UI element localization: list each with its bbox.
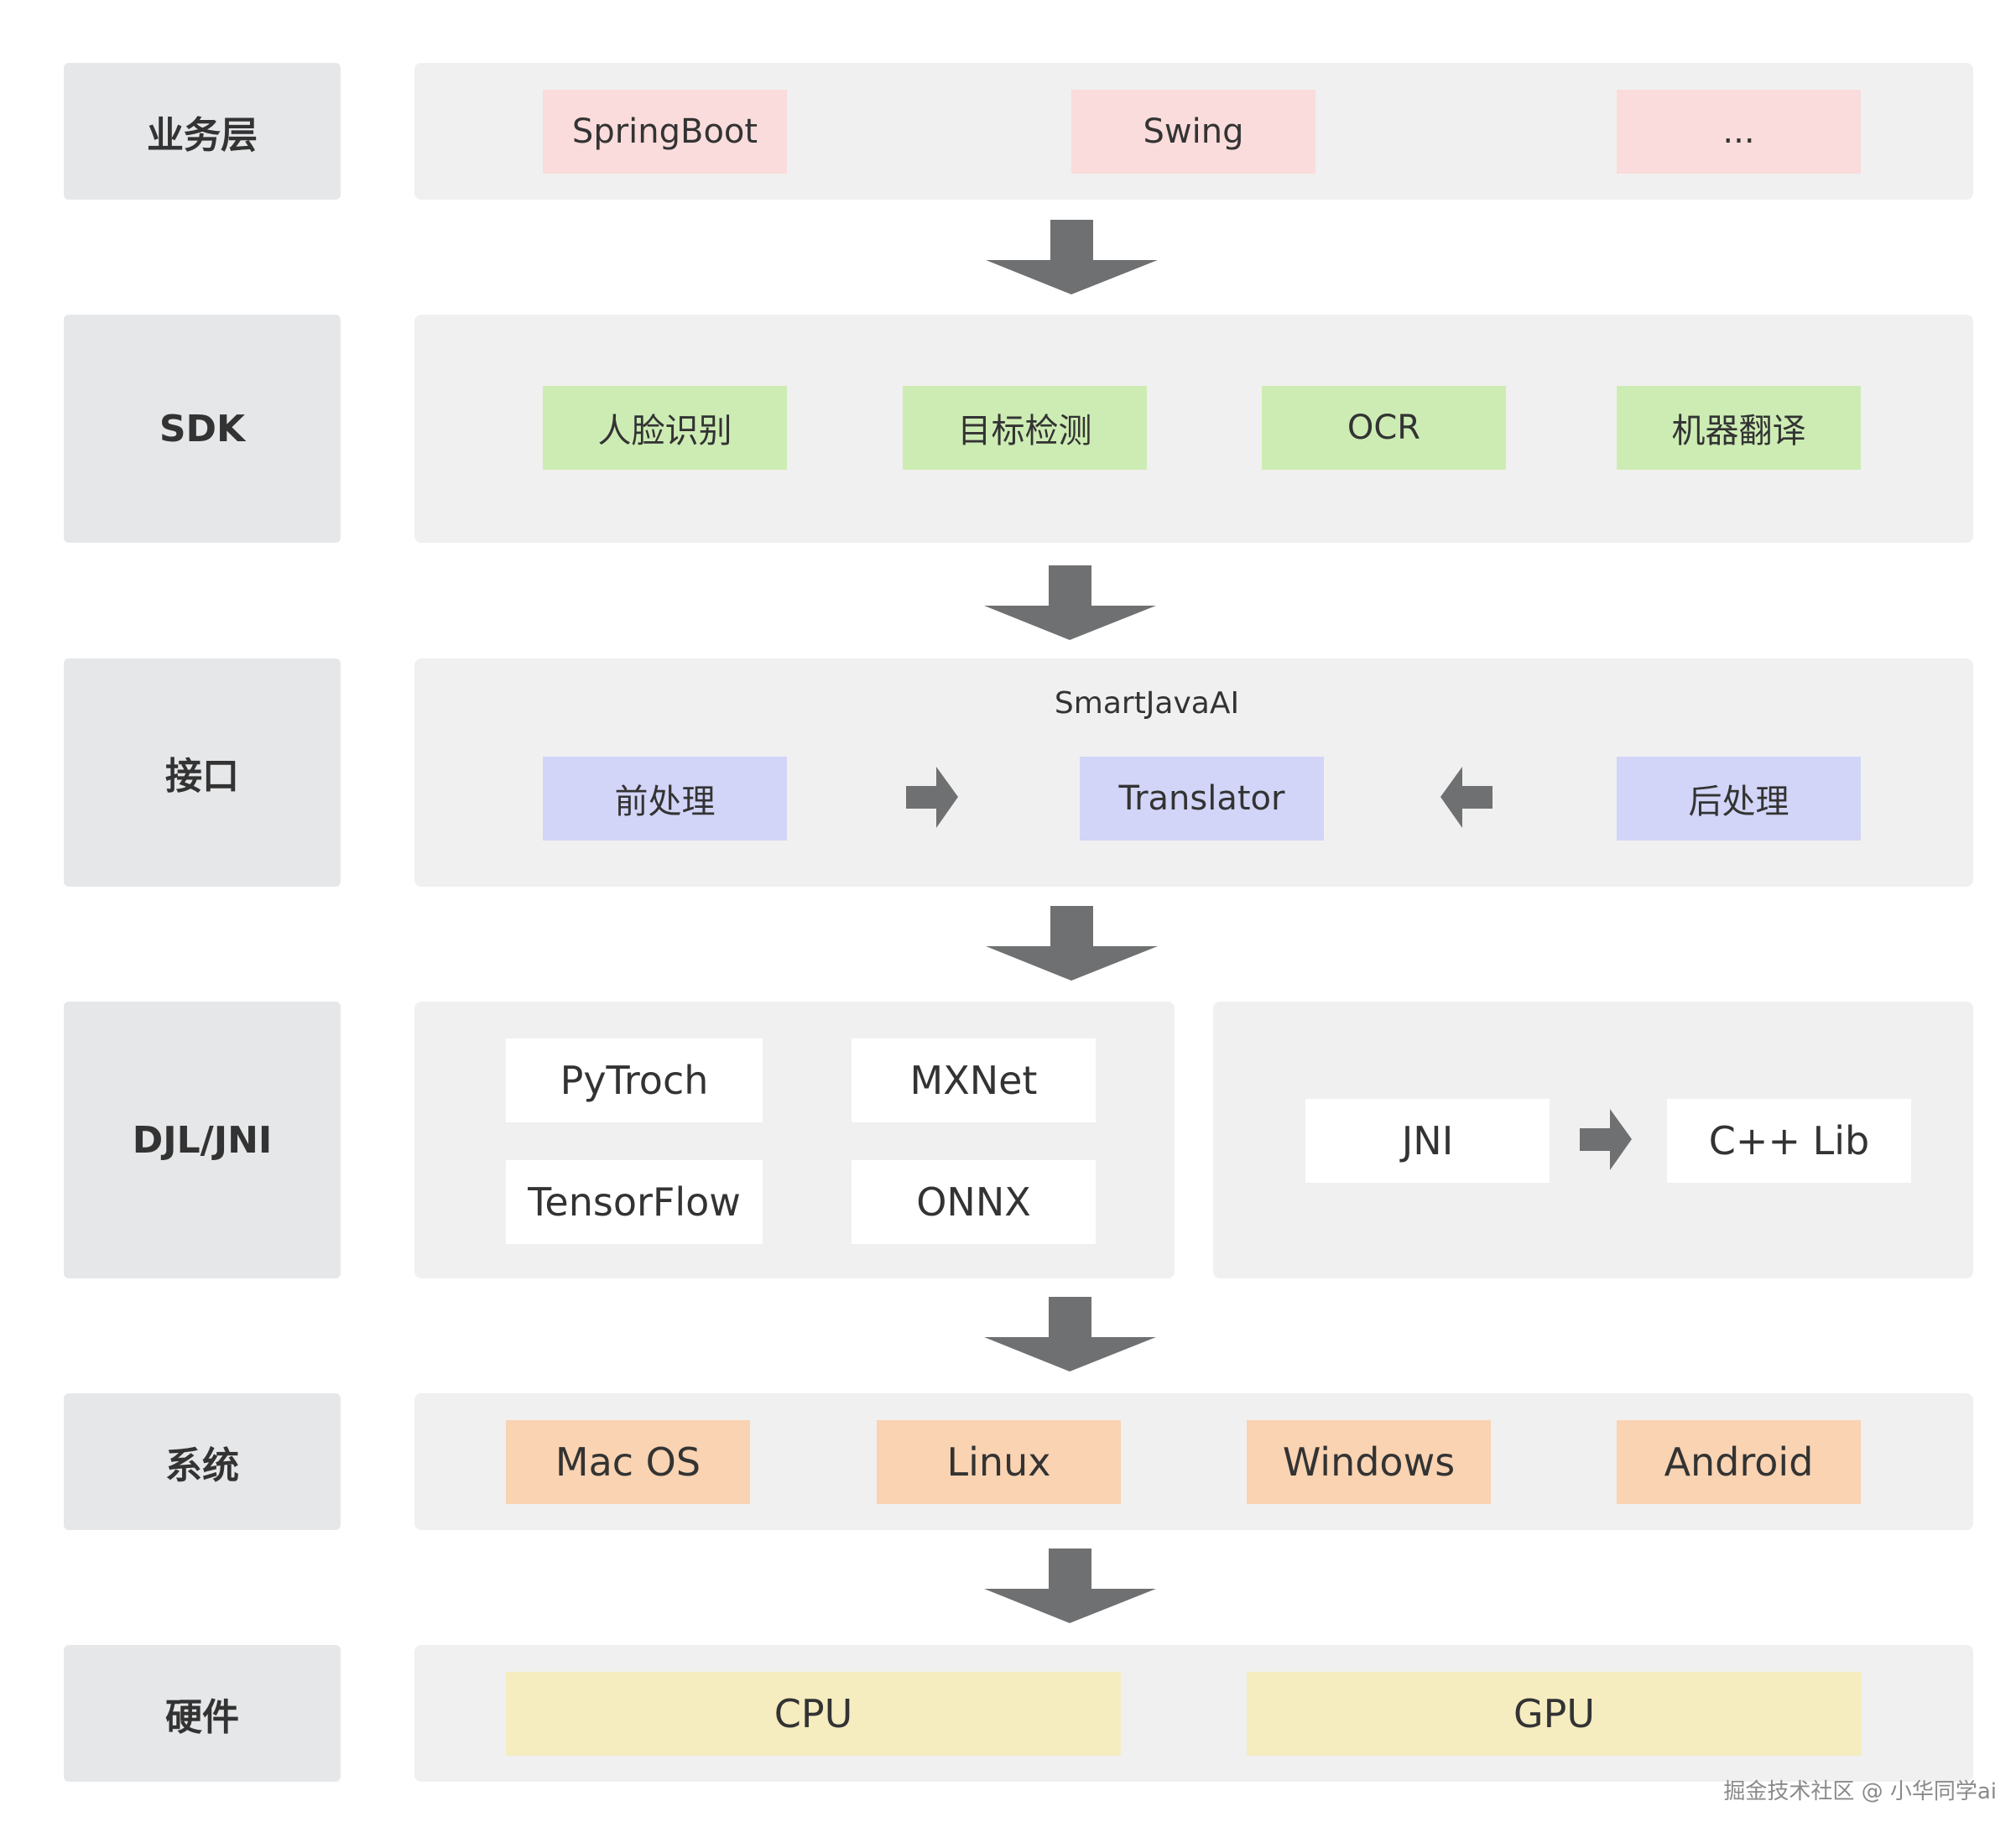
layer-label-interface: 接口 bbox=[64, 658, 341, 887]
business-item-more: ... bbox=[1617, 90, 1861, 174]
down-arrow-icon-business-sdk bbox=[986, 220, 1158, 294]
hardware-gpu: GPU bbox=[1247, 1672, 1862, 1756]
engine-onnx: ONNX bbox=[852, 1160, 1096, 1244]
sdk-item-machine-translation: 机器翻译 bbox=[1617, 386, 1861, 470]
layer-label-djl-jni: DJL/JNI bbox=[64, 1002, 341, 1278]
business-item-springboot: SpringBoot bbox=[543, 90, 787, 174]
engine-tensorflow: TensorFlow bbox=[506, 1160, 763, 1244]
left-arrow-icon-postprocess bbox=[1440, 767, 1492, 828]
system-linux: Linux bbox=[877, 1420, 1121, 1504]
right-arrow-icon-jni bbox=[1580, 1109, 1632, 1170]
right-arrow-icon-preprocess bbox=[906, 767, 958, 828]
native-cpp-lib: C++ Lib bbox=[1667, 1099, 1911, 1183]
system-android: Android bbox=[1617, 1420, 1861, 1504]
layer-label-sdk: SDK bbox=[64, 315, 341, 543]
business-item-swing: Swing bbox=[1071, 90, 1315, 174]
layer-label-hardware: 硬件 bbox=[64, 1645, 341, 1782]
layer-label-business: 业务层 bbox=[64, 63, 341, 200]
down-arrow-icon-djl-system bbox=[984, 1297, 1156, 1372]
interface-title: SmartJavaAI bbox=[1054, 686, 1240, 721]
down-arrow-icon-system-hardware bbox=[984, 1549, 1156, 1623]
sdk-item-face-recognition: 人脸识别 bbox=[543, 386, 787, 470]
down-arrow-icon-sdk-interface bbox=[984, 565, 1156, 640]
interface-item-translator: Translator bbox=[1080, 757, 1324, 841]
sdk-item-object-detection: 目标检测 bbox=[903, 386, 1147, 470]
system-windows: Windows bbox=[1247, 1420, 1491, 1504]
interface-item-postprocess: 后处理 bbox=[1617, 757, 1861, 841]
sdk-item-ocr: OCR bbox=[1262, 386, 1506, 470]
down-arrow-icon-interface-djl bbox=[986, 906, 1158, 981]
layer-label-system: 系统 bbox=[64, 1393, 341, 1530]
engine-mxnet: MXNet bbox=[852, 1038, 1096, 1122]
hardware-cpu: CPU bbox=[506, 1672, 1121, 1756]
engine-pytorch: PyTroch bbox=[506, 1038, 763, 1122]
watermark-text: 掘金技术社区 @ 小华同学ai bbox=[1723, 1779, 1997, 1804]
native-jni: JNI bbox=[1305, 1099, 1550, 1183]
interface-item-preprocess: 前处理 bbox=[543, 757, 787, 841]
system-macos: Mac OS bbox=[506, 1420, 750, 1504]
